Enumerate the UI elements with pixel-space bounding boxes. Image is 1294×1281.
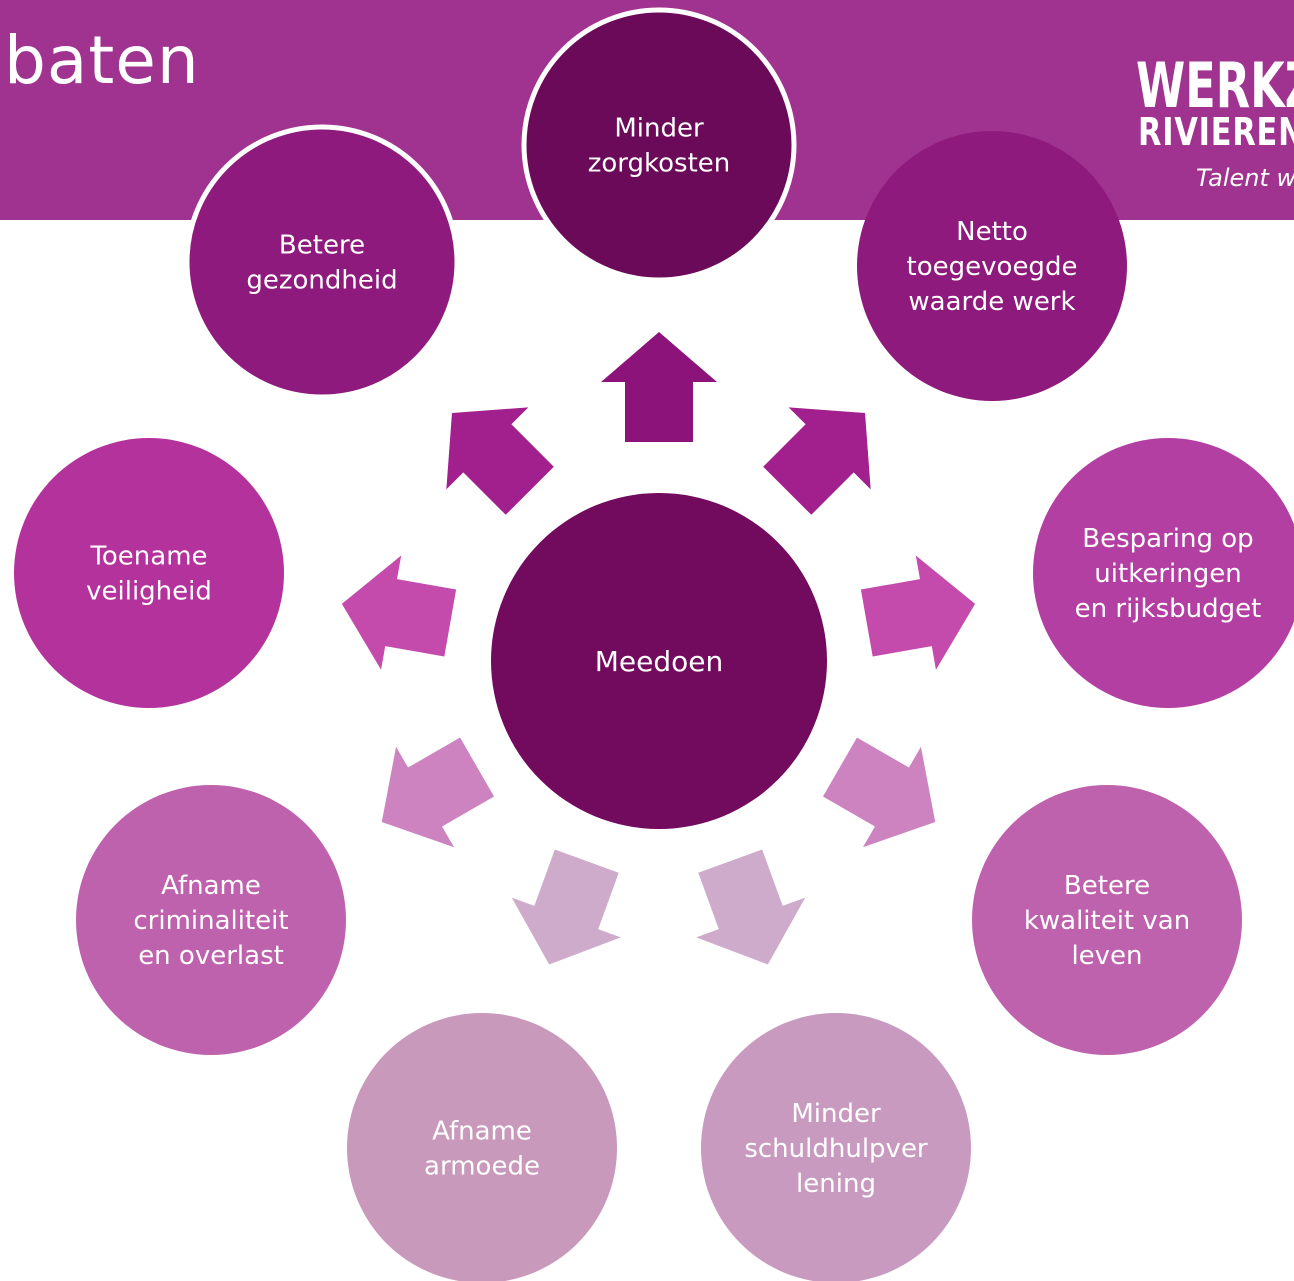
node-label: Afname armoede (424, 1117, 540, 1182)
node-label-line: Betere (1064, 871, 1150, 901)
node-label-line: Minder (791, 1099, 881, 1129)
node-label-line: en overlast (138, 941, 284, 971)
node-label: Afname criminaliteit en overlast (133, 871, 288, 971)
node-label-line: Minder (614, 114, 704, 144)
node-minder-schuldhulpverlening: Minder schuldhulpver lening (701, 1013, 971, 1281)
node-label-line: lening (796, 1169, 876, 1199)
node-circle (76, 785, 346, 1055)
arrow-to-betere-kwaliteit-leven (822, 737, 936, 848)
node-label-line: toegevoegde (907, 252, 1078, 282)
node-label-line: Netto (956, 217, 1028, 247)
node-minder-zorgkosten: Minder zorgkosten (521, 7, 797, 283)
node-label-line: Betere (279, 231, 365, 261)
arrow-to-besparing-uitkeringen (860, 555, 976, 670)
node-circle (184, 124, 460, 400)
node-label-line: en rijksbudget (1075, 594, 1262, 624)
node-label-line: armoede (424, 1152, 540, 1182)
node-circle (857, 131, 1127, 401)
node-besparing-uitkeringen: Besparing op uitkeringen en rijksbudget (1033, 438, 1294, 708)
node-label: Toename veiligheid (86, 542, 212, 607)
arrow-to-minder-schuldhulpverlening (696, 849, 806, 965)
node-betere-gezondheid: Betere gezondheid (184, 124, 460, 400)
center-layer: Meedoen (491, 493, 827, 829)
arrow-to-toename-veiligheid (341, 555, 457, 670)
node-afname-criminaliteit: Afname criminaliteit en overlast (76, 785, 346, 1055)
center-label: Meedoen (595, 645, 724, 678)
node-label: Betere gezondheid (246, 231, 397, 296)
node-label-line: schuldhulpver (744, 1134, 928, 1164)
node-label: Besparing op uitkeringen en rijksbudget (1075, 524, 1262, 624)
node-circle (14, 438, 284, 708)
node-label: Minder schuldhulpver lening (744, 1099, 928, 1199)
arrow-to-afname-armoede (511, 849, 621, 965)
node-label-line: uitkeringen (1094, 559, 1241, 589)
arrow-to-betere-gezondheid (446, 407, 554, 515)
node-circle (701, 1013, 971, 1281)
node-netto-toegevoegde-waarde: Netto toegevoegde waarde werk (857, 131, 1127, 401)
arrow-to-minder-zorgkosten (601, 332, 717, 442)
node-label-line: waarde werk (908, 287, 1075, 317)
node-label-line: Afname (161, 871, 261, 901)
node-toename-veiligheid: Toename veiligheid (14, 438, 284, 708)
node-circle (521, 7, 797, 283)
center-circle (491, 493, 827, 829)
node-label-line: kwaliteit van (1024, 906, 1190, 936)
node-label-line: Afname (432, 1117, 532, 1147)
node-label-line: zorgkosten (588, 149, 731, 179)
node-label: Betere kwaliteit van leven (1024, 871, 1190, 971)
node-label-line: leven (1071, 941, 1142, 971)
node-label-line: criminaliteit (133, 906, 288, 936)
node-label-line: Besparing op (1082, 524, 1253, 554)
page-title: baten (4, 22, 200, 99)
arrow-to-netto-toegevoegde-waarde (763, 407, 871, 515)
node-afname-armoede: Afname armoede (347, 1013, 617, 1281)
node-circle (1033, 438, 1294, 708)
node-betere-kwaliteit-leven: Betere kwaliteit van leven (972, 785, 1242, 1055)
node-label-line: Toename (89, 542, 207, 572)
node-circle (972, 785, 1242, 1055)
node-label-line: gezondheid (246, 266, 397, 296)
logo-wordmark: WERKZ (1136, 49, 1294, 122)
arrow-to-afname-criminaliteit (381, 737, 495, 848)
logo-tagline: Talent we (1196, 164, 1294, 192)
node-circle (347, 1013, 617, 1281)
node-label-line: veiligheid (86, 577, 212, 607)
arrows-layer (341, 332, 976, 965)
node-label: Netto toegevoegde waarde werk (907, 217, 1078, 317)
logo-subtitle: RIVIEREN (1138, 110, 1294, 154)
node-label: Minder zorgkosten (588, 114, 731, 179)
